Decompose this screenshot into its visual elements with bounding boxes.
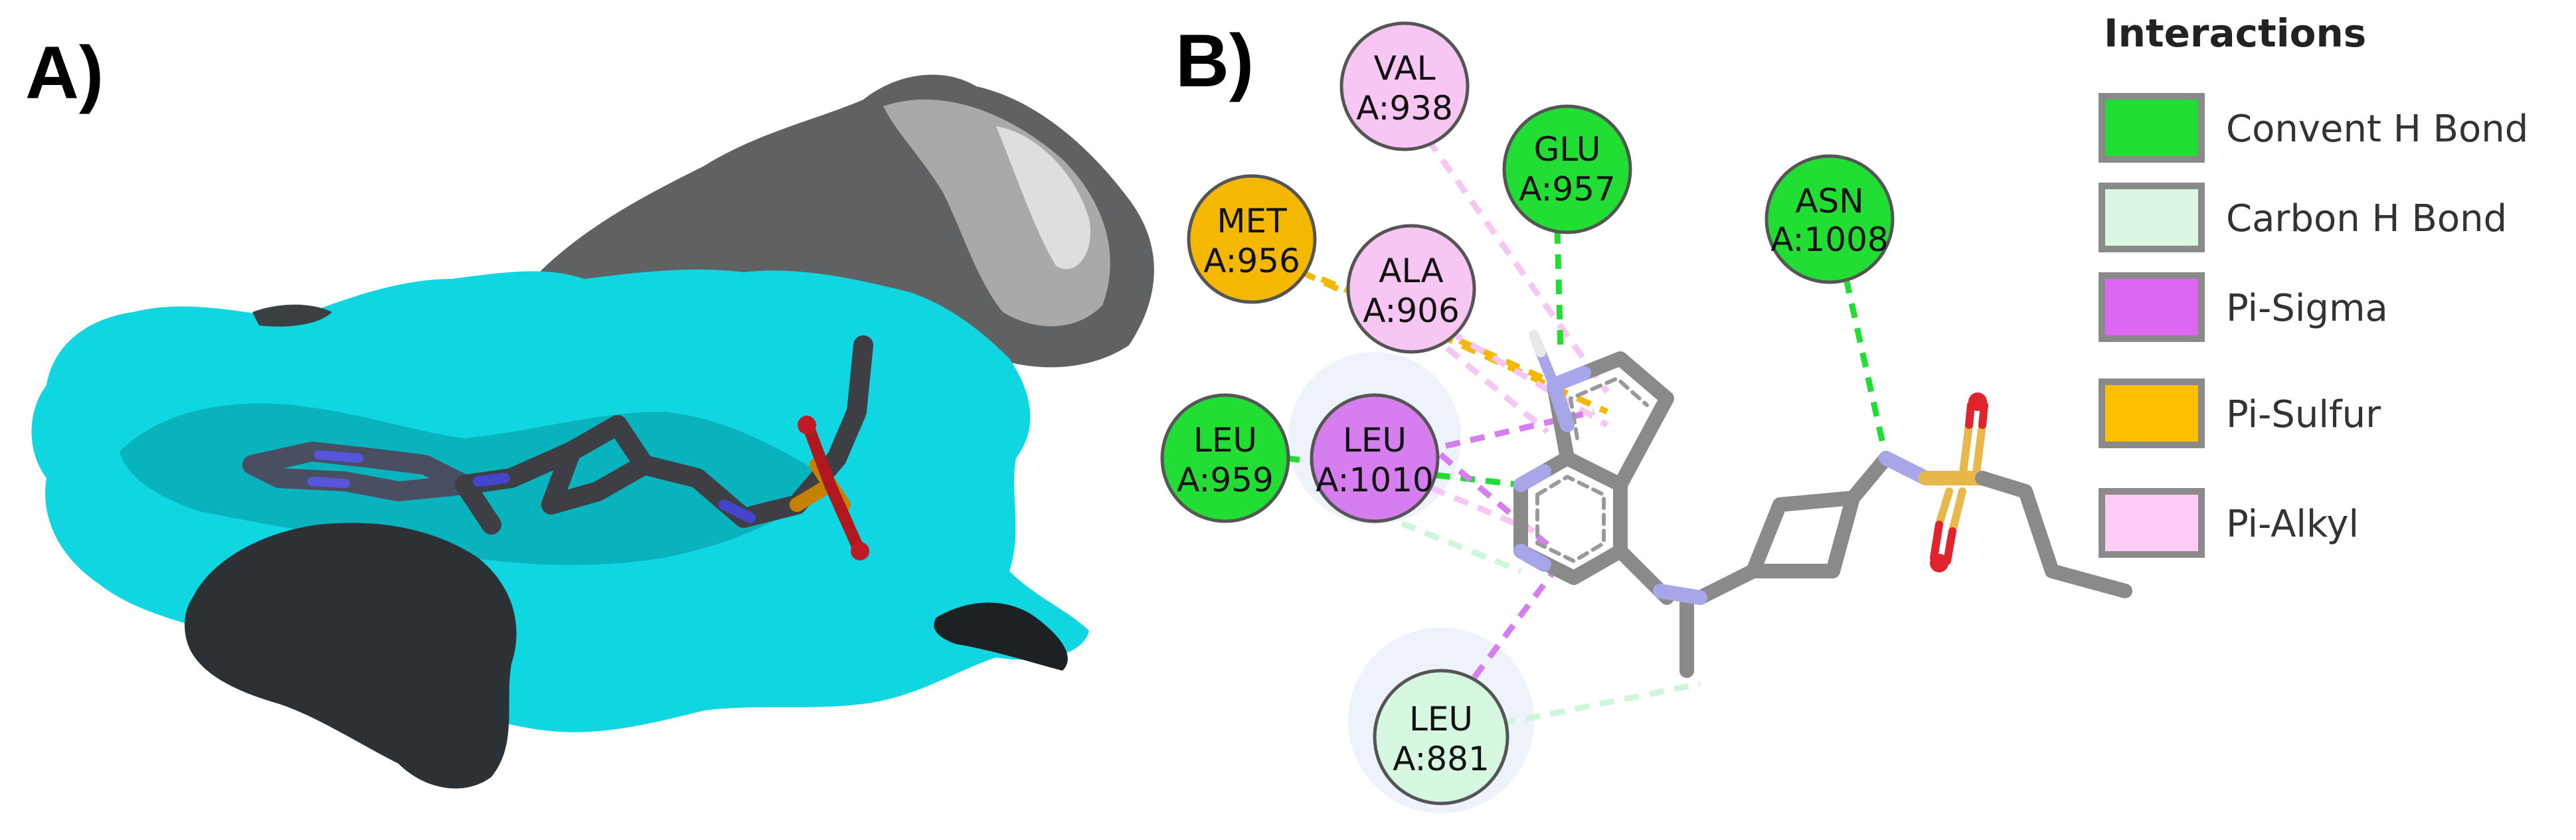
amine-bonds bbox=[1613, 544, 1760, 678]
residue-leu959-name: LEU bbox=[1193, 421, 1257, 460]
residue-met956-name: MET bbox=[1217, 202, 1287, 240]
oxygen-bottom bbox=[1930, 554, 1948, 572]
residue-glu957[interactable]: GLU A:957 bbox=[1502, 104, 1632, 234]
residue-ala906-name: ALA bbox=[1379, 252, 1443, 290]
residue-val938-number: A:938 bbox=[1356, 89, 1453, 127]
residue-asn1008-number: A:1008 bbox=[1770, 220, 1888, 259]
residue-asn1008-disc bbox=[1764, 154, 1895, 284]
line-glu957 bbox=[1554, 228, 1564, 353]
residue-leu959[interactable]: LEU A:959 bbox=[1160, 393, 1290, 523]
ligand-2d bbox=[1513, 330, 2132, 678]
panel-a: A) bbox=[25, 31, 1154, 789]
sulfonyl-o-bottom bbox=[1935, 487, 1966, 535]
line-val938 bbox=[1425, 137, 1610, 394]
residue-leu881-number: A:881 bbox=[1393, 740, 1490, 778]
residue-ala906-disc bbox=[1346, 224, 1476, 354]
residue-leu959-disc bbox=[1160, 393, 1290, 523]
surface-grey-shine bbox=[996, 126, 1090, 270]
line-asn1008 bbox=[1843, 278, 1889, 459]
propyl-chain bbox=[1975, 471, 2132, 598]
residue-leu1010-disc bbox=[1310, 393, 1440, 523]
legend-label-carbon-hbond: Carbon H Bond bbox=[2226, 197, 2507, 240]
panel-b-label: B) bbox=[1175, 19, 1254, 102]
legend-item-conventional-hbond: Convent H Bond bbox=[2099, 93, 2528, 163]
line-leu1010-a bbox=[1420, 408, 1595, 455]
residue-met956-disc bbox=[1187, 174, 1317, 304]
panel-a-label: A) bbox=[25, 31, 104, 114]
residue-leu881-name: LEU bbox=[1409, 700, 1473, 738]
residue-val938-name: VAL bbox=[1373, 49, 1435, 88]
ligand-nitrogen-highlights bbox=[307, 450, 363, 488]
interactions-legend: Interactions Convent H Bond Carbon H Bon… bbox=[2099, 11, 2528, 558]
legend-label-pi-sigma: Pi-Sigma bbox=[2226, 287, 2388, 330]
residue-met956[interactable]: MET A:956 bbox=[1187, 174, 1317, 304]
legend-swatch-pi-sulfur bbox=[2099, 378, 2205, 448]
legend-item-pi-sigma: Pi-Sigma bbox=[2099, 272, 2388, 342]
pyrrole-inner bbox=[1569, 377, 1649, 440]
legend-label-pi-alkyl: Pi-Alkyl bbox=[2226, 503, 2359, 546]
sulfonyl-o-bottom-red bbox=[1930, 521, 1956, 565]
residue-leu881-disc bbox=[1373, 669, 1509, 805]
cyclobutane bbox=[1746, 491, 1860, 578]
line-leu881-a bbox=[1472, 569, 1557, 679]
panel-b: B) bbox=[1160, 11, 2528, 813]
surface-dark-top bbox=[252, 304, 332, 327]
residue-glu957-name: GLU bbox=[1534, 130, 1601, 169]
residue-discs: VAL A:938 GLU A:957 ASN A:1008 MET A:956… bbox=[1160, 21, 1895, 805]
surface-dark-rim bbox=[934, 602, 1068, 671]
legend-label-pi-sulfur: Pi-Sulfur bbox=[2226, 393, 2381, 436]
ligand-nitrogen-link bbox=[473, 473, 756, 523]
legend-item-pi-sulfur: Pi-Sulfur bbox=[2099, 378, 2381, 448]
oxygen-atom-top bbox=[798, 416, 816, 434]
residue-ala906-number: A:906 bbox=[1363, 292, 1460, 330]
ligand-stick-model bbox=[242, 335, 873, 560]
legend-title: Interactions bbox=[2104, 11, 2366, 56]
residue-asn1008[interactable]: ASN A:1008 bbox=[1764, 154, 1895, 284]
pyrimidine-inner bbox=[1535, 475, 1606, 563]
sulfonamide-n bbox=[1879, 451, 1933, 485]
residue-glu957-disc bbox=[1502, 104, 1632, 234]
line-ala906 bbox=[1426, 316, 1609, 428]
residue-leu1010-number: A:1010 bbox=[1316, 461, 1433, 499]
surface-dark-lobe bbox=[185, 523, 517, 789]
ring-nitrogens bbox=[1513, 366, 1591, 572]
surface-grey-highlight bbox=[883, 99, 1110, 327]
oxygen-atom-bottom bbox=[851, 542, 869, 560]
legend-swatch-pi-sigma bbox=[2099, 272, 2205, 342]
legend-swatch-pi-alkyl bbox=[2099, 488, 2205, 558]
legend-swatch-conventional-hbond bbox=[2099, 93, 2205, 163]
line-leu1010-c bbox=[1407, 475, 1535, 535]
legend-item-carbon-hbond: Carbon H Bond bbox=[2099, 183, 2507, 252]
legend-label-conventional-hbond: Convent H Bond bbox=[2226, 108, 2528, 151]
residue-leu881[interactable]: LEU A:881 bbox=[1373, 669, 1509, 805]
amine-nitrogen bbox=[1653, 584, 1707, 605]
residue-leu1010[interactable]: LEU A:1010 bbox=[1310, 393, 1440, 523]
nh-hydrogen bbox=[1529, 330, 1546, 357]
cyclobutane-to-n bbox=[1846, 451, 1893, 505]
residue-glu957-number: A:957 bbox=[1519, 170, 1616, 209]
line-ala906-b bbox=[1426, 329, 1549, 434]
legend-item-pi-alkyl: Pi-Alkyl bbox=[2099, 488, 2359, 558]
sulfonyl-o-top bbox=[1958, 421, 1986, 482]
residue-val938[interactable]: VAL A:938 bbox=[1339, 21, 1470, 151]
residue-ala906[interactable]: ALA A:906 bbox=[1346, 224, 1476, 354]
residue-met956-number: A:956 bbox=[1203, 242, 1300, 280]
residue-leu959-number: A:959 bbox=[1177, 461, 1274, 499]
legend-swatch-carbon-hbond bbox=[2099, 183, 2205, 252]
residue-val938-disc bbox=[1339, 21, 1470, 151]
oxygen-top bbox=[1968, 392, 1987, 411]
residue-leu1010-name: LEU bbox=[1343, 421, 1407, 460]
line-leu881-b bbox=[1500, 681, 1701, 727]
residue-asn1008-name: ASN bbox=[1795, 182, 1863, 220]
nh-bond bbox=[1535, 347, 1559, 390]
ligand-oxygen-bonds bbox=[804, 426, 863, 550]
